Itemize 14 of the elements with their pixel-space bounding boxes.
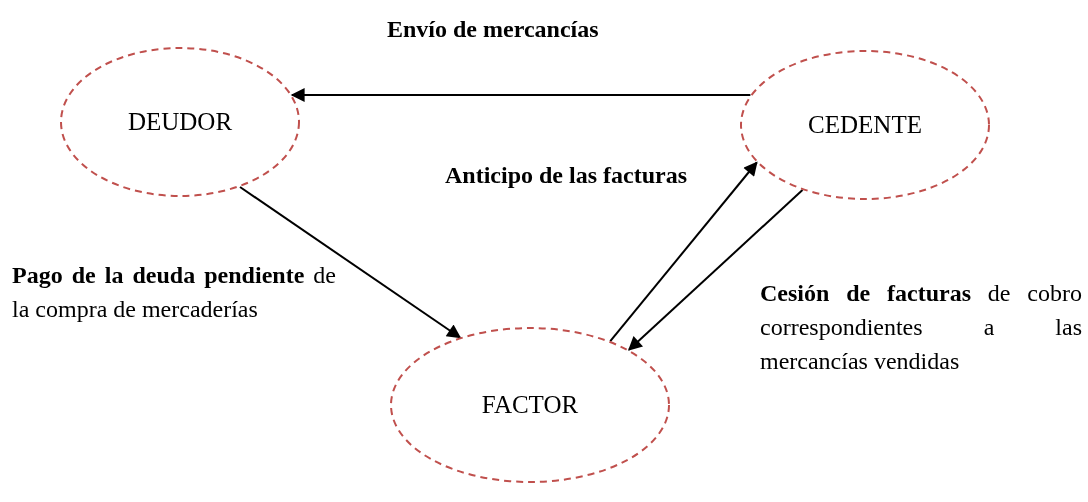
ellipse-node bbox=[740, 50, 990, 200]
arrow bbox=[627, 189, 804, 351]
arrow bbox=[239, 186, 462, 339]
edge-label: Envío de mercancías bbox=[387, 15, 600, 44]
arrow bbox=[290, 88, 752, 102]
edge-label: Anticipo de las facturas bbox=[445, 161, 688, 190]
ellipse-node bbox=[390, 327, 670, 483]
node-label: CEDENTE bbox=[807, 111, 923, 139]
node-label: FACTOR bbox=[480, 391, 580, 419]
edge-label: Cesión de facturas de cobro correspondientes a las mercancías vendidas bbox=[760, 279, 1082, 376]
edge-label: Pago de la deuda pendiente de la compra de mercaderías bbox=[12, 261, 336, 324]
arrow bbox=[609, 161, 758, 343]
node-label: DEUDOR bbox=[126, 108, 234, 136]
ellipse-node bbox=[60, 47, 300, 197]
